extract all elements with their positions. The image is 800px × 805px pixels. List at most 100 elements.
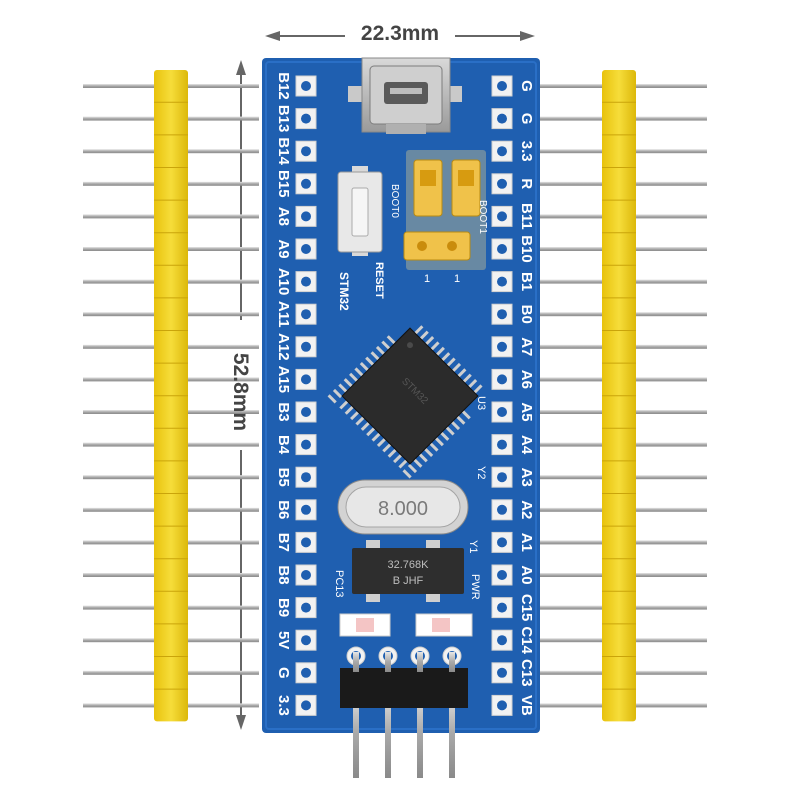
pad-hole	[301, 635, 311, 646]
pad-hole	[497, 178, 507, 189]
silk-right-6: B1	[518, 272, 535, 291]
pad-hole	[301, 439, 311, 450]
silk-left-17: 5V	[275, 631, 292, 649]
silk-right-16: C15	[518, 594, 535, 622]
crystal-rtc-marking-2: B JHF	[393, 575, 424, 587]
pad-hole	[497, 667, 507, 678]
silk-right-18: C13	[518, 659, 535, 687]
reset-button-icon	[337, 166, 383, 256]
silk-left-2: B14	[275, 137, 292, 165]
pad-column-left	[295, 75, 317, 716]
silkscreen-left-labels: B12B13B14B15A8A9A10A11A12A15B3B4B5B6B7B8…	[275, 72, 292, 716]
silk-right-11: A4	[518, 435, 535, 455]
pad-hole	[301, 667, 311, 678]
silk-left-13: B6	[275, 500, 292, 519]
silk-left-19: 3.3	[275, 695, 292, 716]
pad-hole	[497, 309, 507, 320]
pad-hole	[497, 407, 507, 417]
pad-hole	[497, 504, 507, 515]
pad-hole	[497, 211, 507, 222]
pad-hole	[301, 113, 311, 124]
silk-right-19: VB	[518, 695, 535, 716]
silk-left-5: A9	[275, 239, 292, 258]
pad-hole	[497, 81, 507, 91]
silk-jumper-1a: 1	[424, 273, 430, 285]
silk-right-0: G	[518, 80, 535, 92]
pad-hole	[497, 570, 507, 580]
swd-pin	[417, 690, 423, 778]
pad-hole	[301, 211, 311, 222]
pad-hole	[497, 439, 507, 450]
width-dimension-label: 22.3mm	[360, 22, 440, 45]
silk-left-16: B9	[275, 598, 292, 617]
pad-hole	[497, 244, 507, 254]
silk-boot0: BOOT0	[389, 184, 400, 218]
pad-hole	[301, 178, 311, 189]
silk-jumper-1b: 1	[454, 273, 460, 285]
pad-column-right	[491, 75, 513, 716]
swd-pin	[449, 690, 455, 778]
silk-right-15: A0	[518, 565, 535, 584]
silk-reset: RESET	[373, 262, 385, 299]
silk-y2: Y2	[475, 466, 487, 479]
silk-left-14: B7	[275, 533, 292, 552]
pad-hole	[301, 244, 311, 254]
silk-right-5: B10	[518, 235, 535, 263]
pad-hole	[301, 374, 311, 385]
silk-left-3: B15	[275, 170, 292, 198]
pad-hole	[497, 472, 507, 483]
pad-hole	[301, 407, 311, 417]
pad-hole	[497, 374, 507, 385]
silk-stm32: STM32	[337, 272, 351, 311]
crystal-main-marking: 8.000	[378, 498, 428, 520]
silk-left-12: B5	[275, 468, 292, 487]
pad-hole	[497, 146, 507, 157]
silk-left-4: A8	[275, 207, 292, 226]
crystal-rtc-marking-1: 32.768K	[388, 559, 430, 571]
pad-hole	[301, 472, 311, 483]
silk-y1: Y1	[467, 540, 479, 553]
boot-jumper-icon	[403, 150, 486, 270]
qfp-chip-icon: STM32	[327, 325, 483, 479]
pad-hole	[301, 341, 311, 352]
silk-left-18: G	[275, 667, 292, 679]
swd-pin	[353, 690, 359, 778]
silk-u3: U3	[475, 396, 487, 410]
silk-right-12: A3	[518, 468, 535, 487]
swd-pin	[385, 690, 391, 778]
pad-hole	[497, 602, 507, 613]
silkscreen-right-labels: GG3.3RB11B10B1B0A7A6A5A4A3A2A1A0C15C14C1…	[518, 80, 535, 716]
pad-hole	[497, 635, 507, 646]
pad-hole	[497, 341, 507, 352]
silk-right-14: A1	[518, 533, 535, 552]
silk-right-7: B0	[518, 305, 535, 324]
crystal-rtc-icon	[352, 540, 464, 602]
silk-left-6: A10	[275, 268, 292, 296]
pad-hole	[301, 504, 311, 515]
silk-boot1: BOOT1	[477, 200, 488, 234]
silk-left-15: B8	[275, 565, 292, 584]
swd-header-icon	[340, 646, 468, 778]
silk-right-10: A5	[518, 402, 535, 421]
pad-hole	[301, 602, 311, 613]
pad-hole	[497, 537, 507, 548]
silk-right-4: B11	[518, 203, 535, 230]
silk-right-17: C14	[518, 626, 535, 654]
pad-hole	[301, 570, 311, 580]
pin-header-left	[83, 70, 259, 722]
pad-hole	[301, 276, 311, 287]
height-dimension-arrow	[236, 60, 246, 730]
silk-right-3: R	[518, 178, 535, 189]
pad-hole	[301, 537, 311, 548]
height-dimension-label: 52.8mm	[229, 352, 252, 432]
silk-right-1: G	[518, 113, 535, 125]
pad-hole	[301, 146, 311, 157]
width-dimension-arrow	[265, 31, 535, 41]
pad-hole	[301, 309, 311, 320]
silk-left-10: B3	[275, 402, 292, 421]
swd-header-plastic	[340, 668, 468, 708]
pad-hole	[301, 700, 311, 711]
silk-right-13: A2	[518, 500, 535, 519]
crystal-main-icon	[337, 479, 469, 535]
